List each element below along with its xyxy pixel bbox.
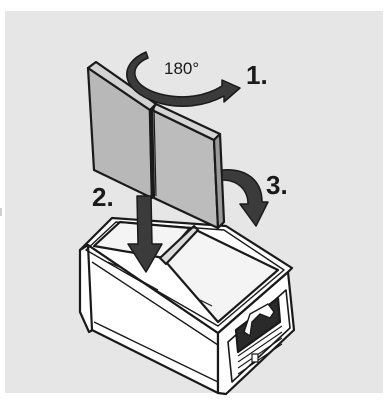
rotation-label: 180° (164, 59, 199, 78)
lid-panels (86, 60, 226, 230)
step-2-label: 2. (92, 182, 114, 212)
fold-arrow-icon (221, 169, 269, 227)
step-1-label: 1. (246, 60, 268, 90)
rotate-arrow-icon (126, 51, 241, 107)
cooler-body (78, 216, 296, 396)
step-3-label: 3. (266, 170, 288, 200)
edge-mark (0, 208, 2, 216)
down-arrow-icon (127, 195, 163, 273)
